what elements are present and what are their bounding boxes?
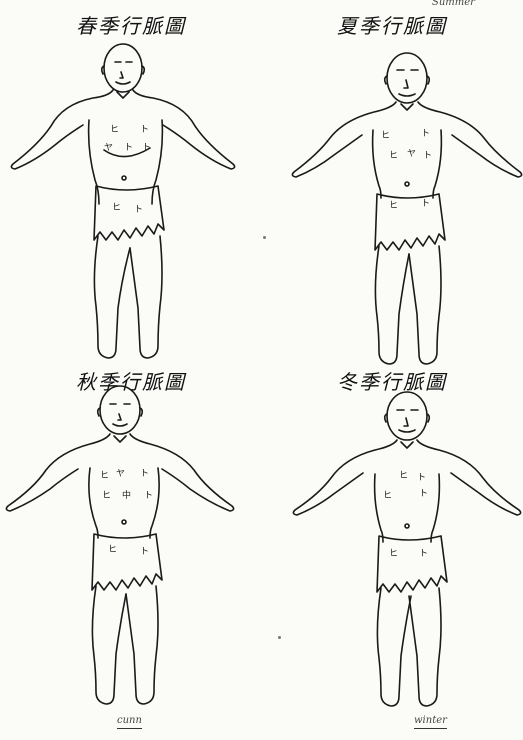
svg-text:ト: ト bbox=[124, 143, 133, 153]
autumn-body-figure: ヒヤト ヒ中ト ヒト bbox=[0, 360, 262, 730]
summer-caption: Summer bbox=[432, 0, 475, 8]
svg-text:ヒ: ヒ bbox=[389, 150, 398, 161]
summer-panel: 夏季行脈圖 ヒト ヒヤト ヒト bbox=[261, 0, 523, 370]
svg-text:ト: ト bbox=[421, 129, 430, 139]
svg-text:ト: ト bbox=[140, 125, 149, 135]
svg-text:ト: ト bbox=[417, 473, 426, 483]
svg-text:ヒ: ヒ bbox=[399, 470, 408, 481]
ink-speck bbox=[263, 236, 266, 239]
svg-text:ト: ト bbox=[140, 469, 149, 479]
svg-text:ヒ: ヒ bbox=[389, 200, 398, 211]
svg-text:ヒ: ヒ bbox=[112, 202, 121, 213]
ink-speck bbox=[278, 636, 281, 639]
svg-text:ヤ: ヤ bbox=[116, 469, 125, 479]
svg-text:ト: ト bbox=[142, 143, 151, 153]
svg-text:ヒ: ヒ bbox=[383, 490, 392, 501]
svg-text:ヒ: ヒ bbox=[108, 544, 117, 555]
winter-caption: winter bbox=[414, 715, 447, 729]
svg-text:ト: ト bbox=[134, 205, 143, 215]
svg-text:ト: ト bbox=[140, 547, 149, 557]
svg-text:ト: ト bbox=[423, 151, 432, 161]
svg-text:ヒ: ヒ bbox=[381, 130, 390, 141]
svg-text:ト: ト bbox=[419, 549, 428, 559]
winter-panel: 冬季行脈圖 ヒト ヒト ヒト bbox=[261, 360, 523, 730]
svg-text:ヒ: ヒ bbox=[100, 470, 109, 481]
svg-text:ヒ: ヒ bbox=[389, 548, 398, 559]
autumn-panel: 秋季行脈圖 ヒヤト ヒ中ト ヒト bbox=[0, 360, 262, 730]
spring-body-figure: ヒト ヤトト ヒト bbox=[0, 0, 262, 370]
svg-text:ヒ: ヒ bbox=[102, 490, 111, 501]
summer-body-figure: ヒト ヒヤト ヒト bbox=[261, 0, 523, 370]
autumn-caption: cunn bbox=[117, 715, 142, 729]
svg-text:ト: ト bbox=[419, 489, 428, 499]
svg-text:ヤ: ヤ bbox=[407, 149, 416, 159]
spring-panel: 春季行脈圖 bbox=[0, 0, 262, 370]
winter-body-figure: ヒト ヒト ヒト bbox=[261, 360, 523, 730]
svg-text:中: 中 bbox=[122, 489, 131, 501]
svg-text:ト: ト bbox=[144, 491, 153, 501]
svg-text:ヤ: ヤ bbox=[104, 143, 113, 153]
svg-text:ヒ: ヒ bbox=[110, 124, 119, 135]
svg-text:ト: ト bbox=[421, 199, 430, 209]
